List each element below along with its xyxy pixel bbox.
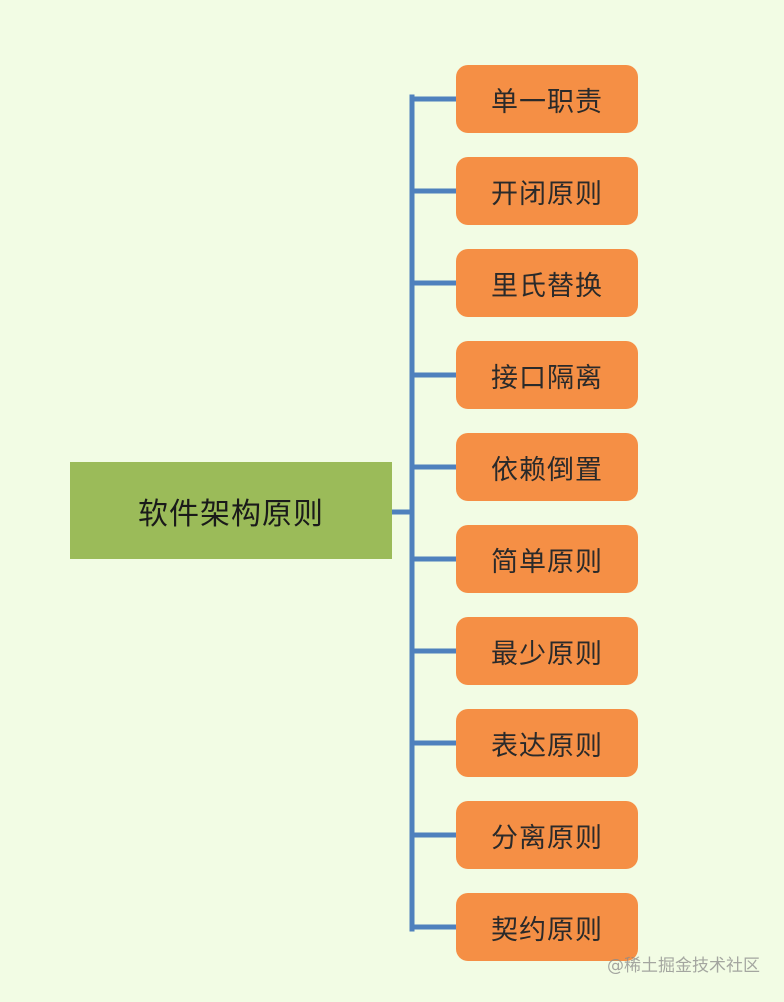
root-node: 软件架构原则	[70, 462, 392, 559]
branch-node-label: 单一职责	[491, 86, 603, 118]
root-node-label: 软件架构原则	[138, 496, 324, 532]
branch-node-label: 最少原则	[491, 638, 603, 670]
branch-node-label: 表达原则	[491, 730, 603, 762]
watermark: @稀土掘金技术社区	[607, 956, 760, 976]
branch-node-dependency-inversion: 依赖倒置	[456, 433, 638, 501]
branch-node-least-knowledge: 最少原则	[456, 617, 638, 685]
branch-node-interface-segregation: 接口隔离	[456, 341, 638, 409]
branch-node-open-closed: 开闭原则	[456, 157, 638, 225]
branch-node-label: 开闭原则	[491, 178, 603, 210]
branch-node-single-responsibility: 单一职责	[456, 65, 638, 133]
branch-node-expression: 表达原则	[456, 709, 638, 777]
branch-node-simplicity: 简单原则	[456, 525, 638, 593]
branch-node-label: 依赖倒置	[491, 454, 603, 486]
branch-node-label: 契约原则	[491, 914, 603, 946]
branch-node-label: 里氏替换	[491, 270, 603, 302]
branch-node-separation: 分离原则	[456, 801, 638, 869]
branch-node-label: 分离原则	[491, 822, 603, 854]
branch-node-liskov-substitution: 里氏替换	[456, 249, 638, 317]
branch-node-label: 接口隔离	[491, 362, 603, 394]
branch-node-contract: 契约原则	[456, 893, 638, 961]
branch-node-label: 简单原则	[491, 546, 603, 578]
